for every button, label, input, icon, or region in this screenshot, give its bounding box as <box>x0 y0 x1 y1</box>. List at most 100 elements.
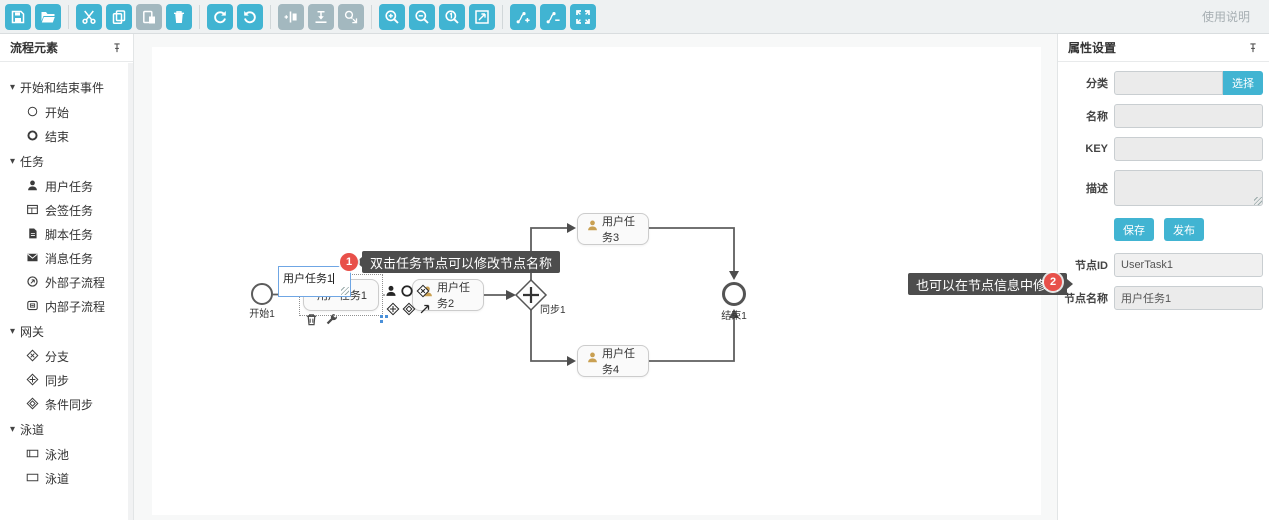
delete-button[interactable] <box>166 3 192 30</box>
category-input[interactable] <box>1114 71 1223 95</box>
publish-button[interactable]: 发布 <box>1164 218 1204 241</box>
palette-sidebar: 流程元素 ▾开始和结束事件开始结束▾任务用户任务会签任务脚本任务消息任务外部子流… <box>0 34 134 520</box>
sidebar-item-conditional-sync-gateway[interactable]: 条件同步 <box>0 392 133 416</box>
zoom-actual-button[interactable] <box>439 3 465 30</box>
sidebar-group-header[interactable]: ▾ 任务 <box>0 148 133 174</box>
sidebar-group-header[interactable]: ▾ 泳道 <box>0 416 133 442</box>
align-horizontal-button[interactable] <box>278 3 304 30</box>
sidebar-item-internal-subprocess[interactable]: 内部子流程 <box>0 294 133 318</box>
copy-icon <box>111 9 127 25</box>
sidebar-item-label: 泳池 <box>45 447 70 462</box>
sidebar-item-label: 会签任务 <box>45 203 94 218</box>
text-caret <box>333 273 335 284</box>
task-node-4[interactable]: 用户任务4 <box>577 345 649 377</box>
name-label: 名称 <box>1086 111 1108 123</box>
sidebar-item-countersign[interactable]: 会签任务 <box>0 198 133 222</box>
zoom-in-button[interactable] <box>379 3 405 30</box>
user-icon <box>586 351 599 364</box>
fullscreen-button[interactable] <box>570 3 596 30</box>
zoom-out-button[interactable] <box>409 3 435 30</box>
description-textarea[interactable] <box>1114 170 1263 206</box>
settings-wrench-icon[interactable] <box>324 312 340 328</box>
sidebar-item-label: 用户任务 <box>45 179 94 194</box>
undo-button[interactable] <box>237 3 263 30</box>
node-name-label: 节点名称 <box>1064 293 1108 305</box>
remove-connection-button[interactable] <box>540 3 566 30</box>
sidebar-item-sync-gateway[interactable]: 同步 <box>0 368 133 392</box>
zoom-out-icon <box>414 9 430 25</box>
sidebar-item-message[interactable]: 消息任务 <box>0 246 133 270</box>
sidebar-item-label: 开始 <box>45 105 70 120</box>
chevron-down-icon: ▾ <box>10 155 16 167</box>
sidebar-group-label: 任务 <box>20 154 45 169</box>
help-link[interactable]: 使用说明 <box>1201 10 1250 24</box>
node-id-label: 节点ID <box>1075 260 1108 272</box>
end-event-node[interactable] <box>722 282 746 306</box>
export-image-button[interactable] <box>338 3 364 30</box>
tooltip-rename-hint: 双击任务节点可以修改节点名称 <box>356 251 561 273</box>
align-vertical-button[interactable] <box>308 3 334 30</box>
node-name-editor[interactable]: 用户任务1 <box>278 266 351 297</box>
sidebar-group-header[interactable]: ▾开始和结束事件 <box>0 74 133 100</box>
quick-add-conditional-gateway-icon[interactable] <box>402 302 416 316</box>
tooltip-arrow <box>356 257 362 267</box>
chevron-down-icon: ▾ <box>10 325 16 337</box>
annotation-badge-2: 2 <box>1044 273 1062 291</box>
open-button[interactable] <box>35 3 61 30</box>
chevron-down-icon: ▾ <box>10 423 16 435</box>
start-event-node[interactable] <box>251 283 273 305</box>
description-label: 描述 <box>1086 183 1108 195</box>
sidebar-group-header[interactable]: ▾网关 <box>0 318 133 344</box>
quick-add-end-icon[interactable] <box>400 284 414 298</box>
sync-gateway-node[interactable] <box>514 278 548 312</box>
chevron-down-icon: ▾ <box>10 81 16 93</box>
sidebar-item-script[interactable]: 脚本任务 <box>0 222 133 246</box>
end-icon <box>26 129 40 143</box>
save-button[interactable]: 保存 <box>1114 218 1154 241</box>
name-input[interactable] <box>1114 104 1263 128</box>
sidebar-item-user[interactable]: 用户任务 <box>0 174 133 198</box>
editor-resize-grip[interactable] <box>341 287 349 295</box>
cut-button[interactable] <box>76 3 102 30</box>
textarea-resize-grip[interactable] <box>1254 197 1262 205</box>
add-connection-button[interactable] <box>510 3 536 30</box>
internal-subprocess-icon <box>26 299 40 313</box>
sidebar-scrollbar[interactable] <box>128 63 133 520</box>
palette-groups: ▾开始和结束事件开始结束 ▾ 任务用户任务会签任务脚本任务消息任务外部子流程内部子流… <box>0 62 133 490</box>
node-name-input[interactable] <box>1114 286 1263 310</box>
quick-add-branch-gateway-icon[interactable] <box>416 284 430 298</box>
resize-handle[interactable] <box>380 315 383 318</box>
sidebar-item-label: 外部子流程 <box>45 275 106 290</box>
diagram-canvas[interactable]: 开始1 结束1 用户任务1 用户任务1 <box>152 47 1041 515</box>
delete-node-icon[interactable] <box>304 312 320 328</box>
key-input[interactable] <box>1114 137 1263 161</box>
quick-add-sync-gateway-icon[interactable] <box>386 302 400 316</box>
sidebar-item-start[interactable]: 开始 <box>0 100 133 124</box>
tooltip-arrow <box>1067 279 1074 289</box>
toolbar-separator <box>371 4 372 29</box>
fullscreen-icon <box>575 9 591 25</box>
save-button[interactable] <box>5 3 31 30</box>
zoom-fit-icon <box>474 9 490 25</box>
sidebar-item-end[interactable]: 结束 <box>0 124 133 148</box>
pin-icon[interactable] <box>111 42 123 54</box>
select-category-button[interactable]: 选择 <box>1223 71 1263 95</box>
zoom-in-icon <box>384 9 400 25</box>
paste-button[interactable] <box>136 3 162 30</box>
sidebar-item-branch-gateway[interactable]: 分支 <box>0 344 133 368</box>
sidebar-item-lane[interactable]: 泳道 <box>0 466 133 490</box>
branch-gateway-icon <box>26 349 40 363</box>
pin-icon[interactable] <box>1247 42 1259 54</box>
copy-button[interactable] <box>106 3 132 30</box>
zoom-actual-icon <box>444 9 460 25</box>
zoom-fit-button[interactable] <box>469 3 495 30</box>
quick-connect-arrow-icon[interactable] <box>418 302 432 316</box>
task-node-3[interactable]: 用户任务3 <box>577 213 649 245</box>
start-icon <box>26 105 40 119</box>
sidebar-group-label: 泳道 <box>20 422 45 437</box>
sidebar-item-pool[interactable]: 泳池 <box>0 442 133 466</box>
quick-add-user-task-icon[interactable] <box>384 284 398 298</box>
sidebar-item-external-subprocess[interactable]: 外部子流程 <box>0 270 133 294</box>
node-id-input[interactable] <box>1114 253 1263 277</box>
redo-button[interactable] <box>207 3 233 30</box>
